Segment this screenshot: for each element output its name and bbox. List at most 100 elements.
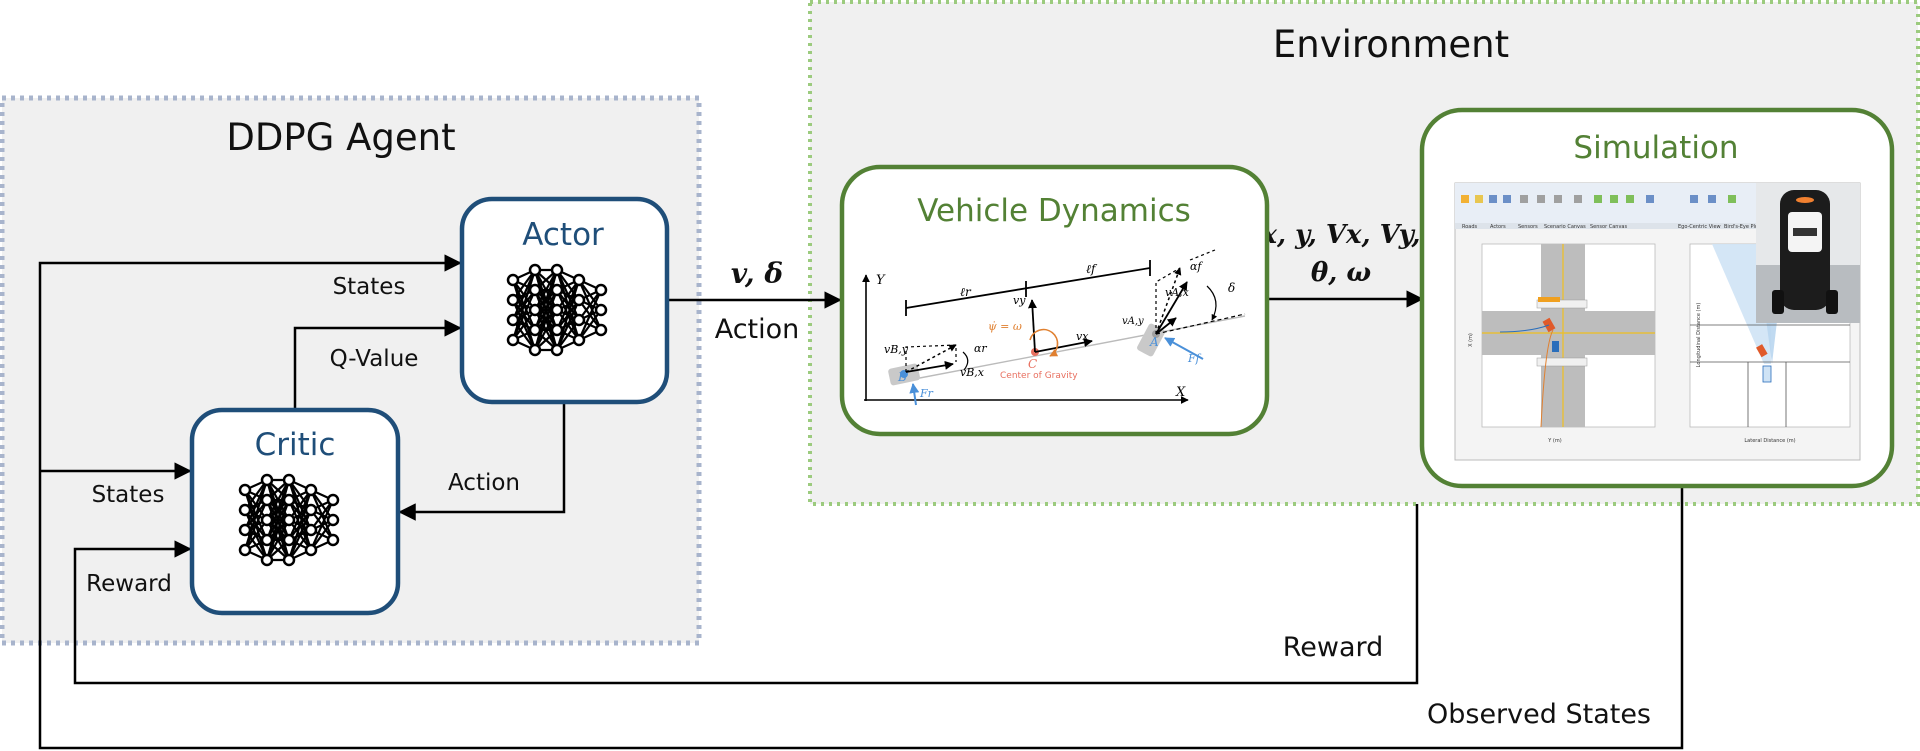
- network-edge: [511, 269, 537, 341]
- vehicle-dynamics-figure: Y X ℓr ℓf B vB,y vB,x αr Fr C Center of …: [862, 249, 1246, 406]
- network-node: [528, 343, 542, 357]
- network-node: [260, 473, 274, 487]
- network-node: [550, 323, 564, 337]
- network-node: [572, 273, 586, 287]
- network-node: [326, 493, 340, 507]
- network-node: [260, 493, 274, 507]
- environment-title: Environment: [1273, 23, 1509, 66]
- simulation-title: Simulation: [1573, 130, 1738, 166]
- network-node: [304, 483, 318, 497]
- sim-tab-sensor-canvas: Sensor Canvas: [1590, 224, 1627, 230]
- network-node: [550, 343, 564, 357]
- v-ay-label: vA,y: [1122, 316, 1144, 327]
- network-edge: [243, 499, 269, 551]
- v-y-vector: [1027, 299, 1037, 353]
- network-node: [238, 483, 252, 497]
- axis-x-label: X: [1175, 385, 1186, 400]
- bev-target: [1756, 344, 1768, 358]
- sim-tab-sensors: Sensors: [1518, 224, 1538, 230]
- network-node: [506, 273, 520, 287]
- wheelbase-line: [905, 267, 1151, 309]
- network-node: [572, 293, 586, 307]
- network-edge: [533, 269, 559, 351]
- observed-states-line: [38, 254, 1684, 750]
- network-node: [326, 533, 340, 547]
- network-node: [528, 303, 542, 317]
- network-edge: [533, 289, 559, 351]
- observed-states-label: Observed States: [1427, 699, 1651, 730]
- network-node: [572, 333, 586, 347]
- sim-toolbar-icons: [1461, 195, 1736, 203]
- network-edge: [309, 499, 335, 551]
- reward-left-label: Reward: [86, 571, 172, 597]
- network-node: [260, 513, 274, 527]
- network-node: [260, 533, 274, 547]
- v-ay-vector: [1155, 317, 1177, 335]
- q-value-line: [293, 319, 462, 408]
- network-node: [594, 323, 608, 337]
- network-node: [572, 313, 586, 327]
- action-vars: v, δ: [731, 257, 783, 290]
- v-ax-vector: [1155, 281, 1188, 335]
- critic-title: Critic: [255, 427, 336, 463]
- v-x-label: vx: [1076, 330, 1089, 343]
- sim-side-tab-bev: Bird's-Eye Plot: [1724, 224, 1760, 230]
- network-node: [238, 523, 252, 537]
- v-bx-vector: [905, 360, 954, 373]
- network-node: [326, 513, 340, 527]
- network-node: [282, 553, 296, 567]
- reward-line: [73, 504, 1419, 685]
- network-edge: [534, 309, 558, 351]
- network-node: [304, 543, 318, 557]
- vehicle-wheel-left: [1772, 290, 1784, 314]
- states-left-label: States: [92, 482, 165, 508]
- network-node: [506, 293, 520, 307]
- f-f-label: Ff: [1187, 352, 1202, 365]
- states-top-label: States: [333, 274, 406, 300]
- actor-network-icon: [506, 263, 608, 357]
- network-node: [282, 513, 296, 527]
- bev-ego: [1762, 365, 1772, 383]
- l-f-label: ℓf: [1086, 262, 1098, 276]
- network-edge: [287, 509, 313, 561]
- network-edge: [265, 499, 291, 561]
- alpha-f-label: αf: [1190, 260, 1203, 273]
- b-label: B: [897, 370, 907, 384]
- state-vars-line2: θ, ω: [1311, 258, 1371, 288]
- sim-side-tab-ego: Ego-Centric View: [1678, 224, 1721, 230]
- psi-dot-label: ψ̇ = ω: [988, 320, 1022, 333]
- cog-label: Center of Gravity: [1000, 371, 1078, 381]
- network-node: [506, 313, 520, 327]
- sim-tab-scenario: Scenario Canvas: [1544, 224, 1586, 230]
- sim-tabbar: [1455, 223, 1860, 229]
- reward-bottom-label: Reward: [1283, 632, 1384, 663]
- bev-y-axis-label: Longitudinal Distance (m): [1696, 303, 1702, 368]
- network-node: [506, 333, 520, 347]
- f-f-vector: [1164, 337, 1204, 360]
- vehicle-light: [1796, 197, 1814, 203]
- network-node: [550, 303, 564, 317]
- alpha-r-label: αr: [974, 342, 987, 355]
- network-node: [282, 473, 296, 487]
- network-node: [238, 543, 252, 557]
- vehicle-screen-text: [1793, 228, 1817, 236]
- v-by-label: vB,y: [884, 343, 909, 356]
- f-r-vector: [909, 383, 920, 406]
- network-node: [282, 533, 296, 547]
- scenario-y-axis-label: X (m): [1468, 333, 1474, 347]
- action-inner-label: Action: [448, 470, 520, 496]
- vehicle-dynamics-title: Vehicle Dynamics: [917, 193, 1191, 229]
- v-x-vector: [1034, 338, 1093, 353]
- network-node: [594, 283, 608, 297]
- network-node: [282, 493, 296, 507]
- network-edge: [287, 489, 313, 561]
- network-node: [238, 503, 252, 517]
- v-ax-label: vA,x: [1165, 286, 1190, 299]
- network-node: [528, 323, 542, 337]
- v-bx-label: vB,x: [960, 366, 985, 379]
- network-edge: [555, 299, 581, 351]
- network-edge: [534, 269, 558, 311]
- v-y-label: vy: [1013, 294, 1026, 307]
- network-node: [594, 303, 608, 317]
